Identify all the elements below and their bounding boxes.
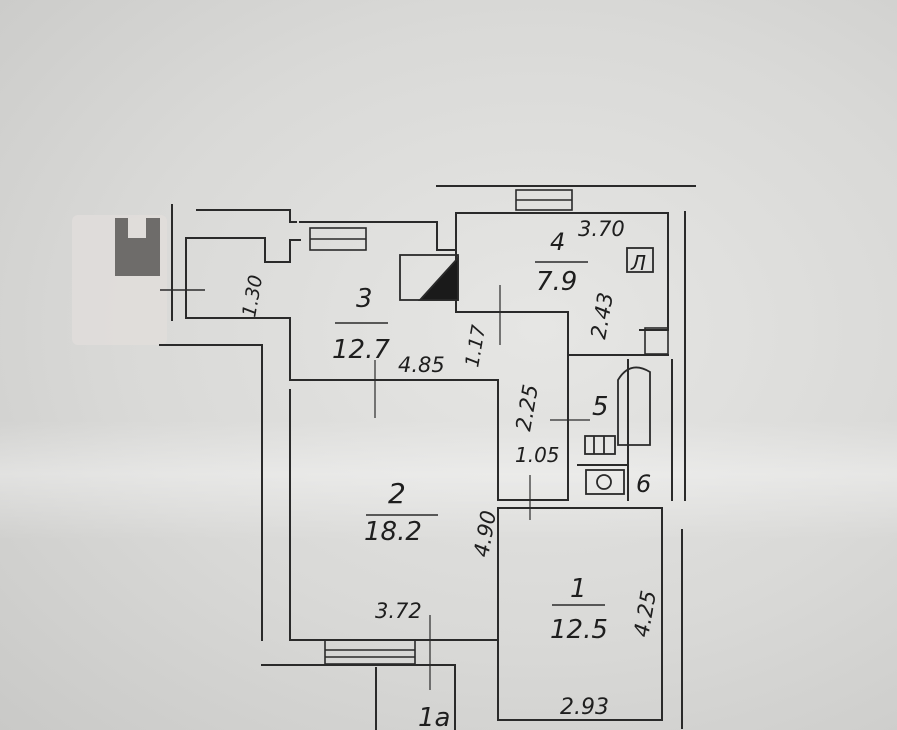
room-1-area: 12.5 [550, 615, 608, 645]
dim-label-1-30: 1.30 [238, 273, 267, 318]
room-1a-number: 1a [418, 703, 450, 730]
sink-room4-icon [626, 247, 654, 273]
dim-label-1-17: 1.17 [461, 323, 490, 368]
room-2-number: 2 [388, 477, 406, 510]
dim-label-4-90: 4.90 [469, 509, 501, 559]
dim-label-4-25: 4.25 [629, 589, 661, 639]
room-3-number: 3 [356, 284, 373, 314]
dim-label-3-72: 3.72 [375, 599, 422, 623]
wall-room3-bottom [289, 317, 499, 501]
dim-label-4-85: 4.85 [398, 353, 445, 377]
dim-label-2-43: 2.43 [586, 291, 618, 341]
wall-room2 [289, 389, 499, 641]
window-room2 [324, 639, 416, 665]
stove-symbol-label: Л [630, 251, 646, 275]
dim-label-2-25: 2.25 [511, 383, 543, 433]
dim-label-3-70: 3.70 [578, 217, 625, 241]
wall-balcony [261, 664, 456, 730]
wall-room3-top [299, 221, 457, 251]
wall-room2-outer-left [159, 344, 263, 641]
wall-hall-top [185, 237, 301, 263]
wall-room4-top [455, 212, 669, 331]
room-2-area: 18.2 [364, 517, 422, 547]
bathtub-icon [617, 366, 651, 446]
room-4-area: 7.9 [536, 267, 577, 297]
paper-glare [0, 420, 897, 540]
dim-label-2-93: 2.93 [560, 695, 609, 720]
window-small [644, 327, 669, 355]
toilet-icon [585, 469, 625, 495]
dim-label-1-05: 1.05 [515, 443, 560, 467]
room-1-number: 1 [570, 574, 587, 604]
room-6-number: 6 [636, 470, 651, 498]
wall-top-left [196, 209, 297, 223]
room-3-area: 12.7 [332, 335, 390, 365]
wall-hall-left [185, 237, 291, 319]
wall-room1 [497, 507, 663, 721]
wall-bath-left [497, 354, 569, 501]
stove-shading [417, 255, 459, 301]
room-5-number: 5 [592, 392, 609, 422]
sink-icon [584, 435, 616, 455]
room-4-number: 4 [550, 228, 565, 256]
